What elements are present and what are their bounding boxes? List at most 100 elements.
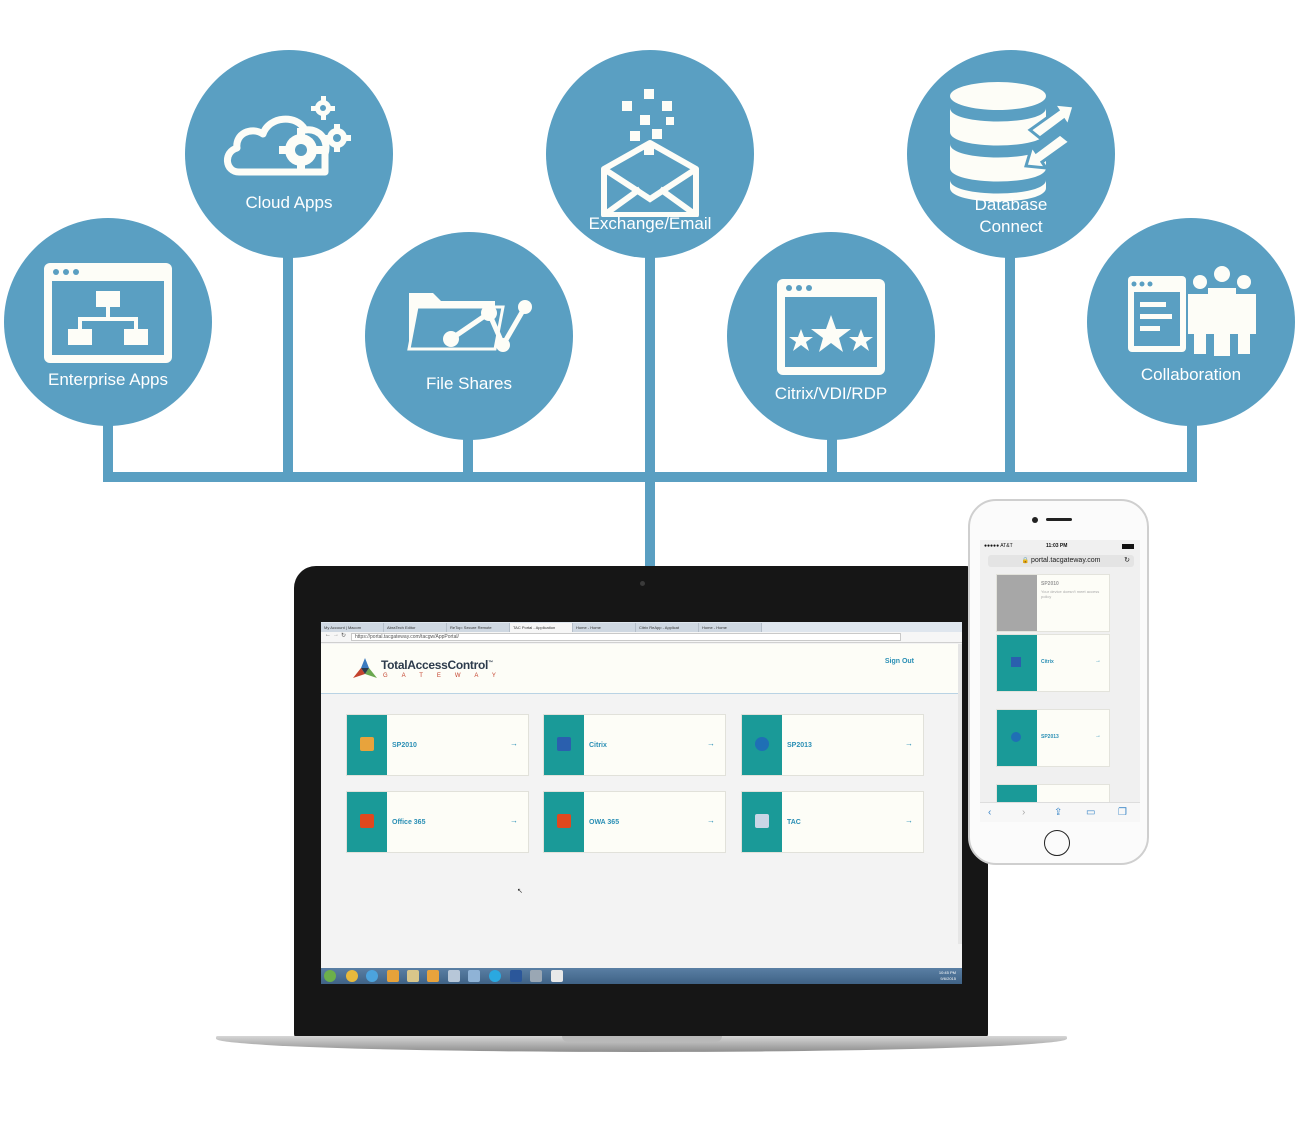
arrow-right-icon: →: [1095, 658, 1101, 664]
url-input[interactable]: https://portal.tacgateway.com/tacgw/AppP…: [351, 633, 901, 641]
enterprise-apps-icon: [44, 263, 172, 363]
app-icon[interactable]: [387, 970, 399, 982]
tile-name: SP2013: [1041, 734, 1059, 740]
tile-side: [347, 792, 387, 852]
forward-icon[interactable]: →: [333, 632, 339, 638]
tabs-icon[interactable]: ❐: [1118, 807, 1127, 818]
start-button-icon[interactable]: [324, 970, 336, 982]
connector-files: [463, 432, 473, 478]
sharepoint-2013-icon: [755, 737, 769, 751]
mouse-cursor-icon: ↖: [517, 888, 523, 895]
carrier: ●●●●● AT&T: [984, 543, 1013, 549]
tile-name: Office 365: [392, 819, 426, 826]
tile-side: [544, 792, 584, 852]
laptop-base: [216, 1036, 1067, 1052]
connector-exchange: [645, 250, 655, 568]
app-tile-citrix[interactable]: Citrix →: [543, 714, 726, 776]
tile-note: Your device doesn't meet access policy: [1041, 589, 1100, 599]
browser-tab[interactable]: My Account | Macom: [321, 623, 384, 632]
app-icon[interactable]: [427, 970, 439, 982]
office-365-icon: [360, 814, 374, 828]
browser-tab[interactable]: Home - Home: [573, 623, 636, 632]
service-label: Collaboration: [1140, 365, 1242, 384]
phone-url-text: portal.tacgateway.com: [1030, 557, 1101, 564]
phone-app-tile-citrix[interactable]: Citrix →: [996, 634, 1110, 692]
app-tile-owa365[interactable]: OWA 365 →: [543, 791, 726, 853]
app-tile-tac[interactable]: TAC →: [741, 791, 924, 853]
browser-tab[interactable]: Home - Home: [699, 623, 762, 632]
browser-tab[interactable]: AbraTech Editor: [384, 623, 447, 632]
ie-icon[interactable]: [366, 970, 378, 982]
tile-side: [742, 715, 782, 775]
app-icon[interactable]: [407, 970, 419, 982]
brand-subtitle: GATEWAY: [383, 673, 510, 679]
tile-name: SP2010: [392, 742, 417, 749]
sign-out-link[interactable]: Sign Out: [884, 658, 914, 665]
laptop-camera: [640, 581, 645, 586]
phone-safari-toolbar: ‹ › ⇪ ▭ ❐: [980, 802, 1140, 822]
arrow-right-icon: →: [1095, 733, 1101, 739]
phone-app-tile-sp2010[interactable]: SP2010 Your device doesn't meet access p…: [996, 574, 1110, 632]
tile-side: [347, 715, 387, 775]
window-stars-icon: [777, 279, 885, 375]
app-icon[interactable]: [551, 970, 563, 982]
arrow-right-icon: →: [510, 816, 518, 825]
connector-citrix: [827, 432, 837, 478]
phone-app-tile-sp2013[interactable]: SP2013 →: [996, 709, 1110, 767]
tile-side: [997, 710, 1037, 766]
browser-tab-active[interactable]: TAC Portal - Application: [510, 623, 573, 632]
service-label: Enterprise Apps: [47, 370, 168, 389]
cloud-gears-icon: [224, 96, 351, 176]
app-icon[interactable]: [530, 970, 542, 982]
sharepoint-2013-icon: [1011, 732, 1021, 742]
remote-desktop-icon: [755, 814, 769, 828]
app-icon[interactable]: [468, 970, 480, 982]
lock-icon: 🔒: [1021, 558, 1029, 564]
phone-url-bar[interactable]: 🔒 portal.tacgateway.com ↻: [988, 555, 1134, 567]
sharepoint-2010-icon: [360, 737, 374, 751]
bookmarks-icon[interactable]: ▭: [1086, 807, 1096, 818]
chrome-icon[interactable]: [346, 970, 358, 982]
phone-time: 11:03 PM: [1046, 543, 1068, 549]
connector-database: [1005, 250, 1015, 478]
tile-name: SP2013: [787, 742, 812, 749]
team-board-icon: [1128, 266, 1256, 356]
service-label: Database Connect: [974, 195, 1048, 236]
reload-icon[interactable]: ↻: [341, 633, 347, 639]
citrix-icon: [1011, 657, 1021, 667]
browser-tab[interactable]: ReTop: Secure Remote: [447, 623, 510, 632]
service-label: File Shares: [426, 374, 512, 393]
laptop-screen: My Account | Macom AbraTech Editor ReTop…: [321, 622, 962, 984]
browser-tab[interactable]: Citrix ReApp - Applicat: [636, 623, 699, 632]
forward-icon[interactable]: ›: [1022, 807, 1026, 818]
service-label: Citrix/VDI/RDP: [774, 384, 888, 403]
app-tile-sp2010[interactable]: SP2010 →: [346, 714, 529, 776]
phone-speaker: [1046, 518, 1072, 521]
folder-share-icon: [407, 293, 532, 352]
vertical-scrollbar[interactable]: [958, 644, 962, 944]
tile-name: OWA 365: [589, 819, 620, 826]
owa-365-icon: [557, 814, 571, 828]
service-cloud-apps: Cloud Apps: [185, 50, 393, 258]
app-tile-office365[interactable]: Office 365 →: [346, 791, 529, 853]
phone-camera: [1032, 517, 1038, 523]
back-icon[interactable]: ←: [325, 632, 331, 638]
back-icon[interactable]: ‹: [988, 807, 992, 818]
portal-header: TotalAccessControl™ GATEWAY Sign Out: [321, 644, 958, 694]
word-icon[interactable]: [510, 970, 522, 982]
laptop-notch: [562, 1036, 722, 1042]
share-icon[interactable]: ⇪: [1054, 807, 1063, 818]
app-tile-sp2013[interactable]: SP2013 →: [741, 714, 924, 776]
service-collaboration: Collaboration: [1087, 218, 1295, 426]
tile-name: SP2010: [1041, 581, 1059, 587]
phone-home-button[interactable]: [1044, 830, 1070, 856]
tile-name: TAC: [787, 819, 801, 826]
service-citrix-vdi-rdp: Citrix/VDI/RDP: [727, 232, 935, 440]
app-icon[interactable]: [448, 970, 460, 982]
phone-status-bar: ●●●●● AT&T 11:03 PM: [980, 540, 1140, 553]
reload-icon[interactable]: ↻: [1124, 557, 1130, 564]
skype-icon[interactable]: [489, 970, 501, 982]
browser-address-bar: ← → ↻ https://portal.tacgateway.com/tacg…: [321, 632, 962, 643]
arrow-right-icon: →: [905, 739, 913, 748]
arrow-right-icon: →: [707, 739, 715, 748]
